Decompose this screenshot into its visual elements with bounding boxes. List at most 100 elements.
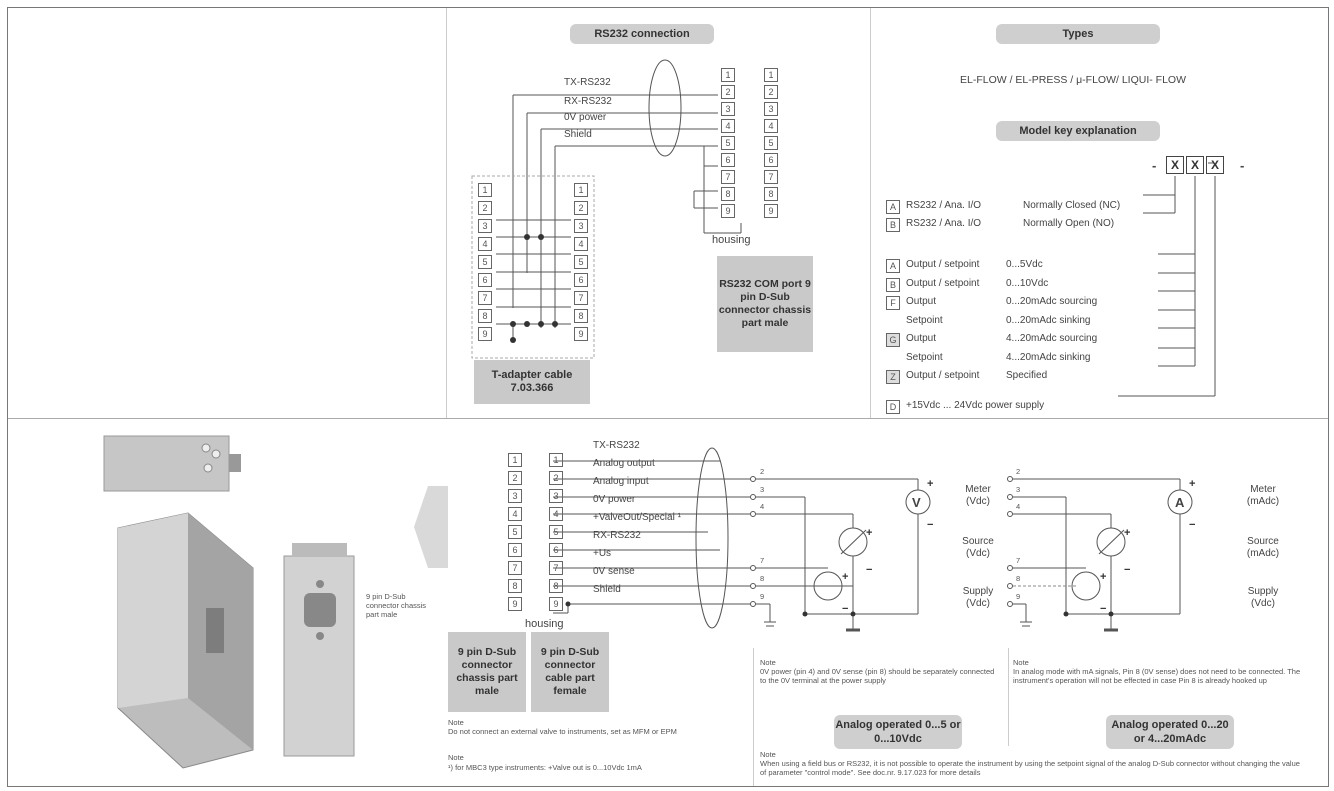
svg-text:−: −: [1124, 564, 1130, 576]
pin: 7: [508, 561, 522, 575]
types-list: EL-FLOW / EL-PRESS / μ-FLOW/ LIQUI- FLOW: [960, 74, 1186, 86]
model-key-letter: X: [1206, 156, 1224, 174]
code-box: F: [886, 296, 900, 310]
pin: 8: [764, 187, 778, 201]
svg-text:−: −: [866, 564, 872, 576]
note-mbc3: ¹) for MBC3 type instruments: +Valve out…: [448, 763, 642, 772]
pin: 5: [549, 525, 563, 539]
row-value: 4...20mAdc sourcing: [1006, 333, 1098, 344]
note-head: Note: [760, 750, 776, 759]
pin: 1: [721, 68, 735, 82]
row-value: 0...20mAdc sourcing: [1006, 296, 1098, 307]
wiring-diagrams: +− +− +− +− +− +−: [103, 59, 1216, 769]
signal-label: Shield: [564, 129, 592, 140]
rs232-title: RS232 connection: [570, 24, 714, 44]
key-dash: -: [1240, 158, 1245, 173]
terminal-number: 4: [760, 502, 765, 511]
row-value: 0...10Vdc: [1006, 278, 1049, 289]
pin: 7: [721, 170, 735, 184]
pin: 3: [721, 102, 735, 116]
svg-text:+: +: [1189, 478, 1195, 490]
code-box: G: [886, 333, 900, 347]
pin: 2: [721, 85, 735, 99]
key-dash: -: [1152, 158, 1157, 173]
code-box: B: [886, 218, 900, 232]
pin: 4: [549, 507, 563, 521]
types-title: Types: [996, 24, 1160, 44]
dsub-female-box: 9 pin D-Sub connector cable part female: [531, 632, 609, 712]
terminal-number: 3: [1016, 485, 1021, 494]
row-value: 4...20mAdc sinking: [1006, 352, 1091, 363]
pin: 9: [764, 204, 778, 218]
pin: 9: [574, 327, 588, 341]
svg-text:−: −: [927, 519, 933, 531]
pin: 2: [478, 201, 492, 215]
row-value: 0...5Vdc: [1006, 259, 1043, 270]
pin: 3: [549, 489, 563, 503]
pin: 2: [574, 201, 588, 215]
pin: 8: [478, 309, 492, 323]
pin: 5: [478, 255, 492, 269]
signal-label: 0V sense: [593, 566, 635, 577]
svg-text:+: +: [842, 571, 848, 583]
signal-label: RX-RS232: [593, 530, 641, 541]
instrument-illustration: [103, 435, 355, 769]
row-label: Output / setpoint: [906, 370, 980, 381]
pin: 2: [764, 85, 778, 99]
row-value: 0...20mAdc sinking: [1006, 315, 1091, 326]
code-box: D: [886, 400, 900, 414]
pin: 5: [574, 255, 588, 269]
pin: 5: [508, 525, 522, 539]
terminal-number: 8: [760, 574, 765, 583]
svg-text:+: +: [1100, 571, 1106, 583]
ammeter-symbol: A: [1175, 495, 1185, 510]
volt-note: 0V power (pin 4) and 0V sense (pin 8) sh…: [760, 667, 995, 685]
note-head: Note: [448, 718, 464, 727]
signal-label: 0V power: [564, 112, 607, 123]
document-page: +− +− +− +− +− +−: [7, 7, 1329, 787]
model-key-letter: X: [1166, 156, 1184, 174]
note-head: Note: [448, 753, 464, 762]
row-label: Setpoint: [906, 352, 943, 363]
pin: 4: [721, 119, 735, 133]
pin: 4: [508, 507, 522, 521]
pin: 8: [721, 187, 735, 201]
signal-label: Analog input: [593, 476, 649, 487]
pin: 9: [721, 204, 735, 218]
svg-text:−: −: [1189, 519, 1195, 531]
signal-label: TX-RS232: [564, 77, 611, 88]
pin: 5: [721, 136, 735, 150]
pin: 4: [574, 237, 588, 251]
pin: 3: [508, 489, 522, 503]
com-port-box: RS232 COM port 9 pin D-Sub connector cha…: [717, 256, 813, 352]
pin: 6: [764, 153, 778, 167]
pin: 1: [549, 453, 563, 467]
terminal-number: 7: [1016, 556, 1021, 565]
vertical-divider: [870, 8, 871, 418]
source-label: Source (mAdc): [1246, 536, 1280, 559]
signal-label: RX-RS232: [564, 96, 612, 107]
volt-mode-title: Analog operated 0...5 or 0...10Vdc: [834, 715, 962, 749]
housing-label: housing: [525, 618, 564, 630]
pin: 9: [508, 597, 522, 611]
fieldbus-note: When using a field bus or RS232, it is n…: [760, 759, 1300, 777]
signal-label: +Us: [593, 548, 612, 559]
pin: 7: [574, 291, 588, 305]
meter-label: Meter (mAdc): [1246, 484, 1280, 507]
signal-label: Shield: [593, 584, 621, 595]
supply-label: Supply (Vdc): [962, 586, 994, 609]
row-label: Output: [906, 296, 937, 307]
pin: 3: [574, 219, 588, 233]
pin: 6: [574, 273, 588, 287]
row-label: Setpoint: [906, 315, 943, 326]
row-value: Normally Closed (NC): [1023, 200, 1121, 211]
meter-label: Meter (Vdc): [965, 484, 991, 507]
supply-label: Supply (Vdc): [1247, 586, 1279, 609]
pin: 6: [508, 543, 522, 557]
row-label: Output / setpoint: [906, 259, 980, 270]
pin: 8: [508, 579, 522, 593]
row-label: RS232 / Ana. I/O: [906, 218, 982, 229]
signal-label: 0V power: [593, 494, 636, 505]
signal-label: Analog output: [593, 458, 655, 469]
pin: 1: [764, 68, 778, 82]
